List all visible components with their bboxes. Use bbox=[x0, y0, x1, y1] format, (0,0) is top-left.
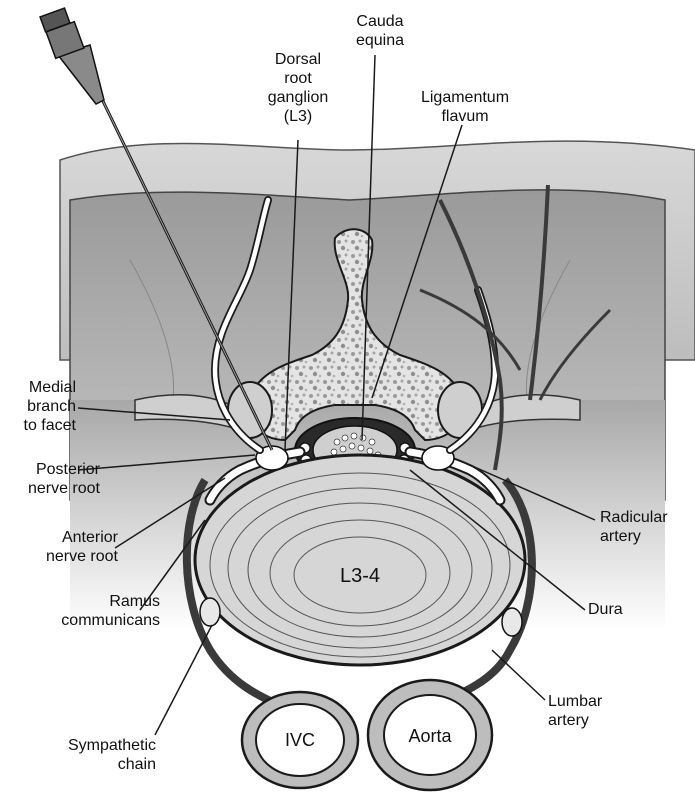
ivc-label: IVC bbox=[285, 730, 315, 750]
aorta-label: Aorta bbox=[408, 726, 452, 746]
sympathetic-ganglion bbox=[200, 598, 220, 626]
intervertebral-disc bbox=[195, 455, 525, 665]
label-dura: Dura bbox=[588, 600, 648, 619]
disc-label: L3-4 bbox=[340, 565, 380, 587]
